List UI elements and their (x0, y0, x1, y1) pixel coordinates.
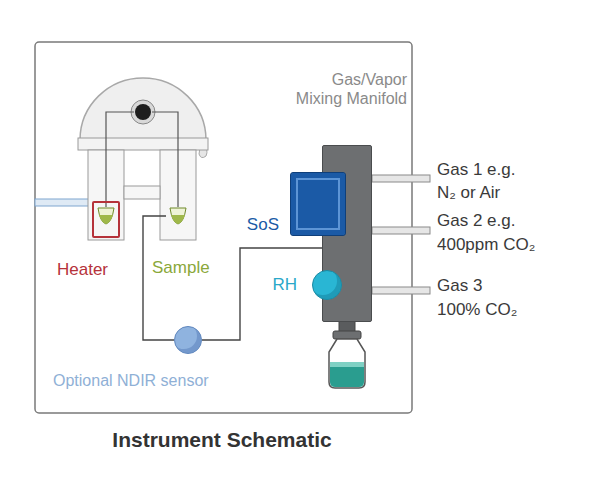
ndir-sensor: Optional NDIR sensor (174, 326, 202, 354)
gas-label: Gas 2 e.g. (437, 211, 515, 231)
instrument-frame (35, 42, 412, 413)
chamber-crossbar (124, 186, 160, 199)
heater-box: Heater (92, 201, 120, 238)
balance-ring (131, 100, 155, 124)
bubbler-cap (333, 331, 361, 339)
node-label: Heater (57, 260, 108, 280)
gas-label: N₂ or Air (437, 183, 500, 203)
sample-pan-area: Sample (166, 204, 190, 228)
rh-sensor: RH (312, 270, 342, 300)
chamber-band (78, 138, 208, 150)
node-label: Gas/Vapor Mixing Manifold (292, 70, 407, 108)
tubing-line (143, 216, 174, 340)
gas-inlet-tube (372, 287, 430, 294)
bubbler-vessel (329, 339, 365, 388)
sample-pan (170, 208, 186, 224)
gas-inlet-tube (372, 227, 430, 234)
gas-label: Gas 3 (437, 276, 482, 296)
gas-label: 100% CO₂ (437, 300, 517, 320)
manifold-block: Gas/Vapor Mixing Manifold (322, 145, 372, 322)
gas-label: 400ppm CO₂ (437, 235, 535, 255)
node-label: Optional NDIR sensor (53, 371, 209, 390)
node-label: SoS (247, 215, 279, 235)
figure-title: Instrument Schematic (112, 428, 331, 452)
chamber-dome (80, 78, 206, 140)
reference-pan-fill (99, 215, 113, 224)
tubing-line (202, 248, 322, 340)
sos-sensor: SoS (290, 172, 346, 236)
node-label: RH (272, 275, 297, 295)
bubbler-liquid (330, 362, 364, 387)
node-label: Sample (152, 258, 210, 278)
inlet-tube (35, 199, 92, 206)
balance-head (135, 104, 151, 120)
sample-pan-fill (171, 215, 185, 224)
reference-pan (98, 208, 114, 224)
gas-label: Gas 1 e.g. (437, 160, 515, 180)
bubbler-liquid-surface (330, 362, 364, 367)
gas-inlet-tube (372, 175, 430, 182)
hang-wire (106, 112, 178, 207)
